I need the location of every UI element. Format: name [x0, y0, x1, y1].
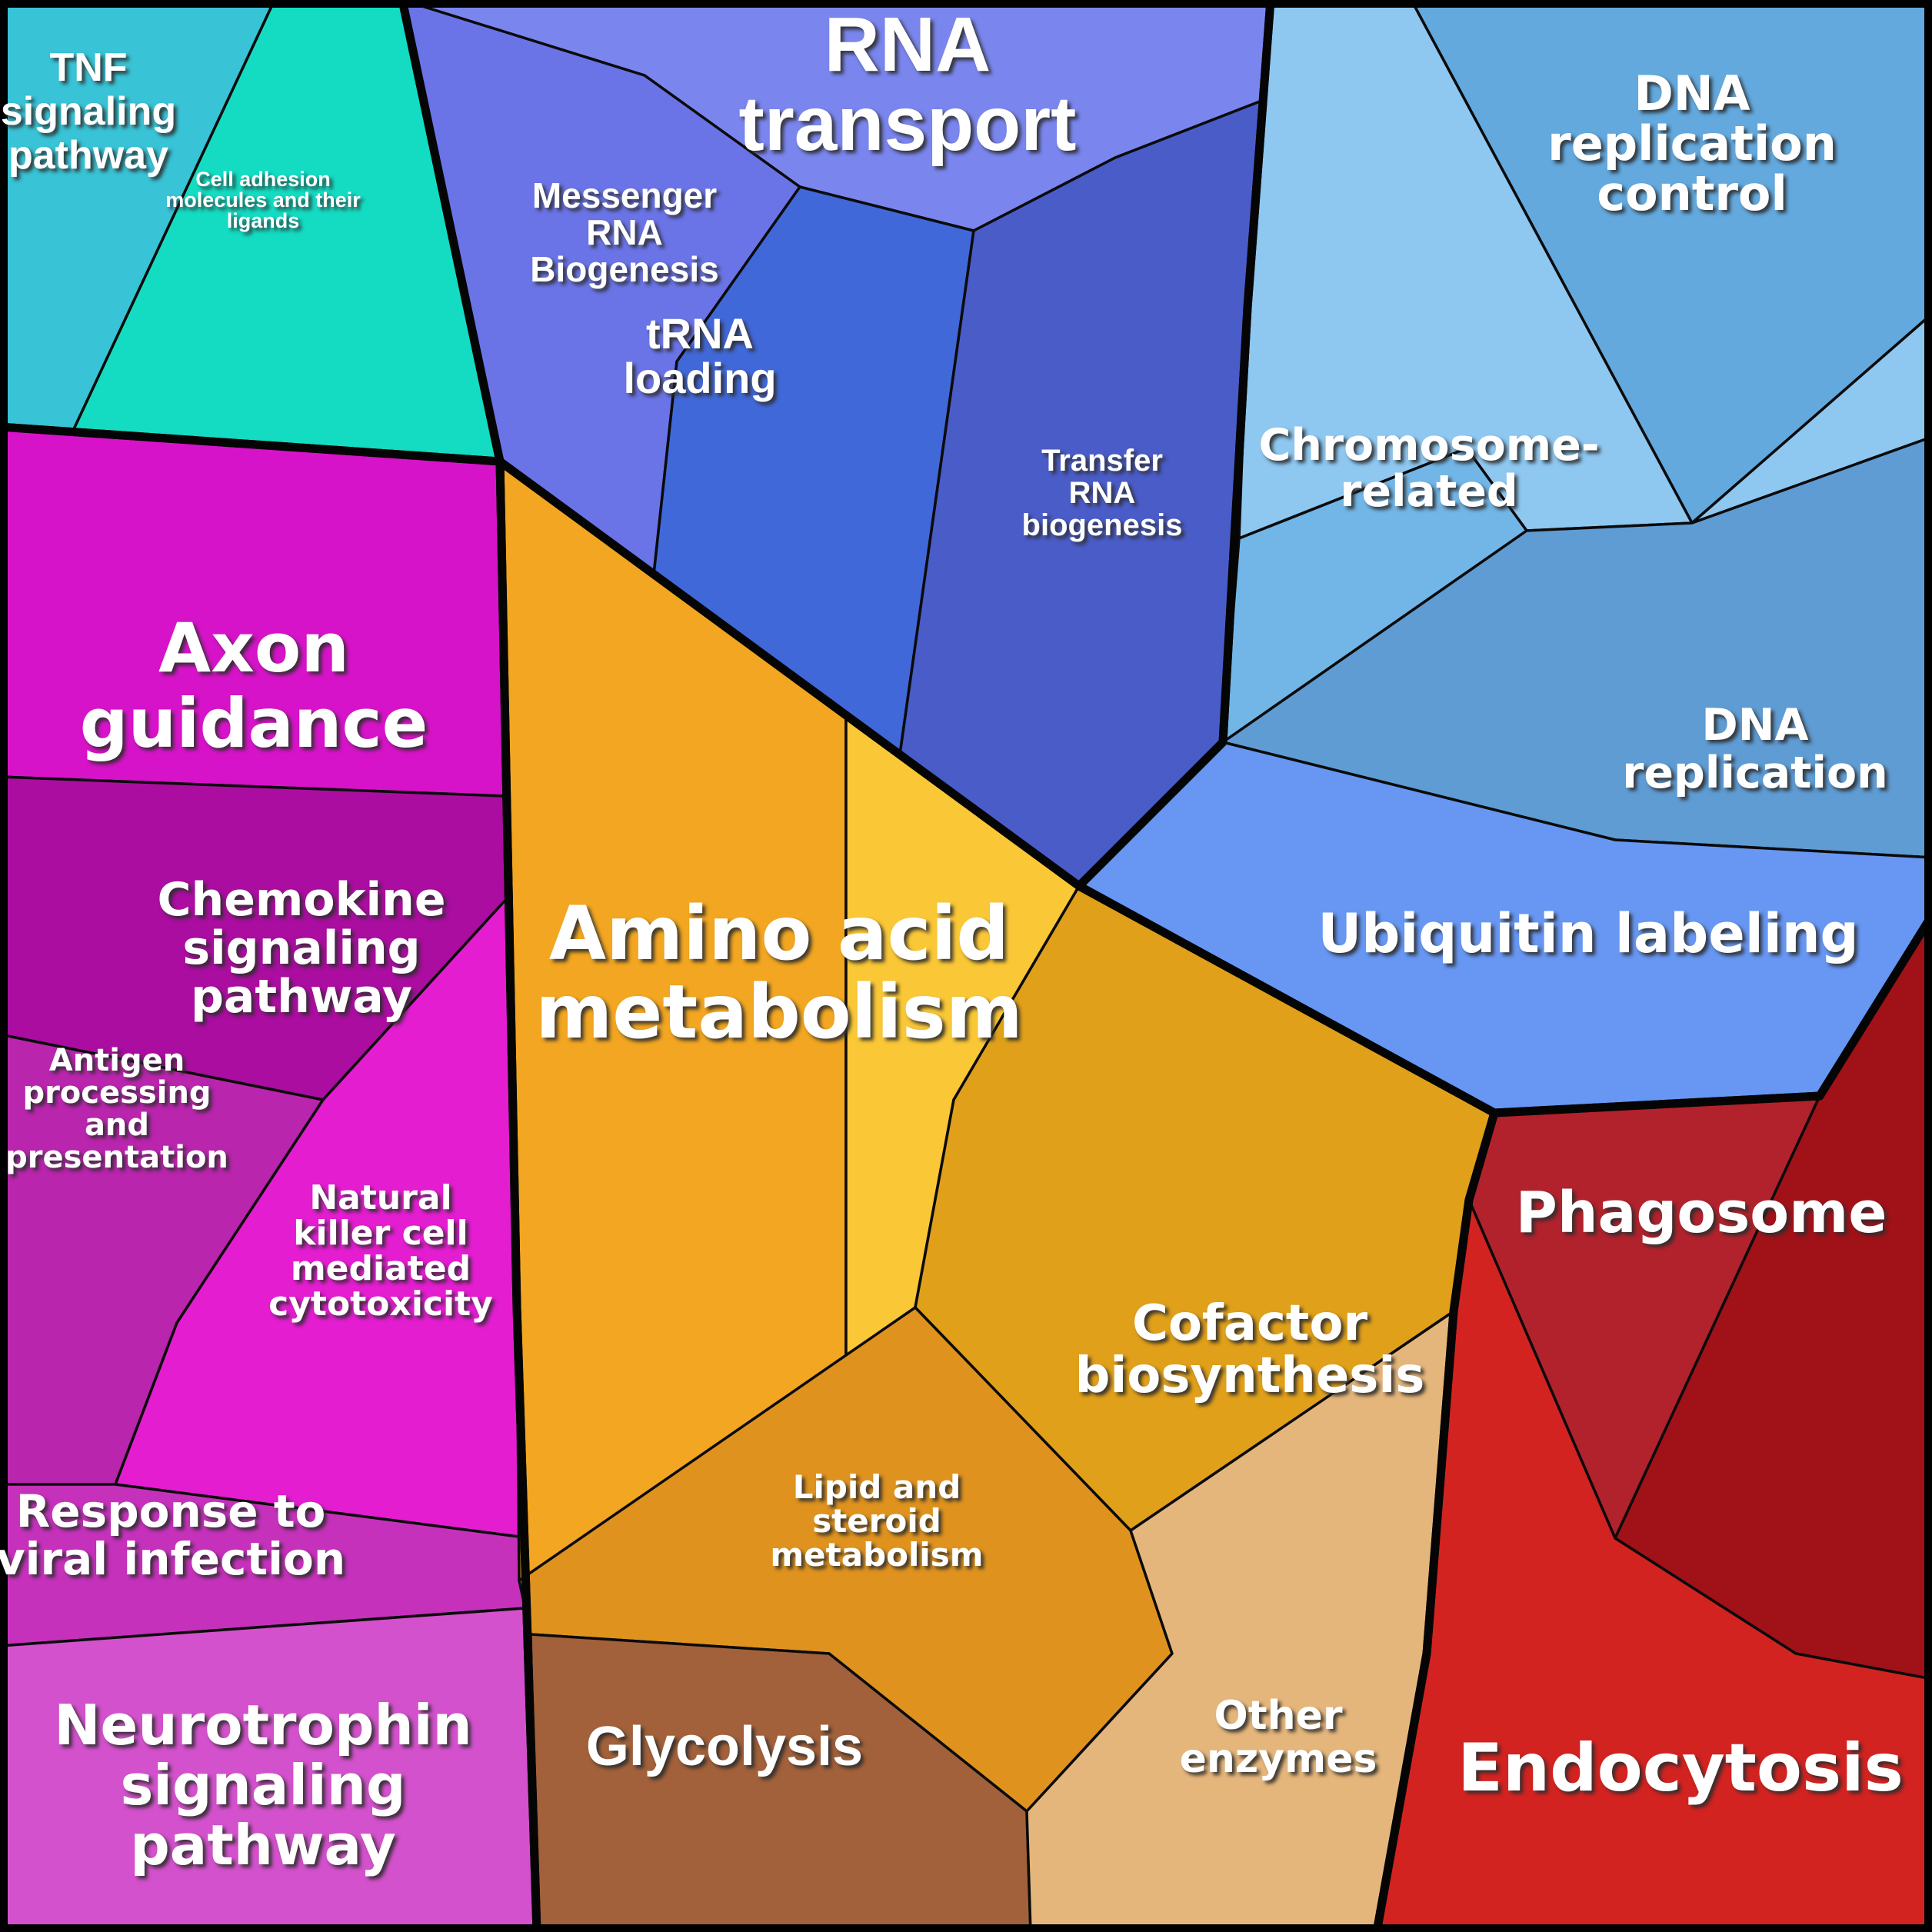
endocytosis-label: Endocytosis [1457, 1730, 1904, 1807]
transport-red-group-outline [1372, 911, 1932, 1932]
phagosome-label: Phagosome [1516, 1180, 1887, 1246]
neurotrophin-signaling-pathway-region[interactable] [0, 1606, 538, 1932]
chromosome-related-label: Chromosome-related [1258, 420, 1599, 517]
glycolysis-label: Glycolysis [586, 1716, 863, 1777]
ubiquitin-labeling-label: Ubiquitin labeling [1317, 902, 1858, 965]
